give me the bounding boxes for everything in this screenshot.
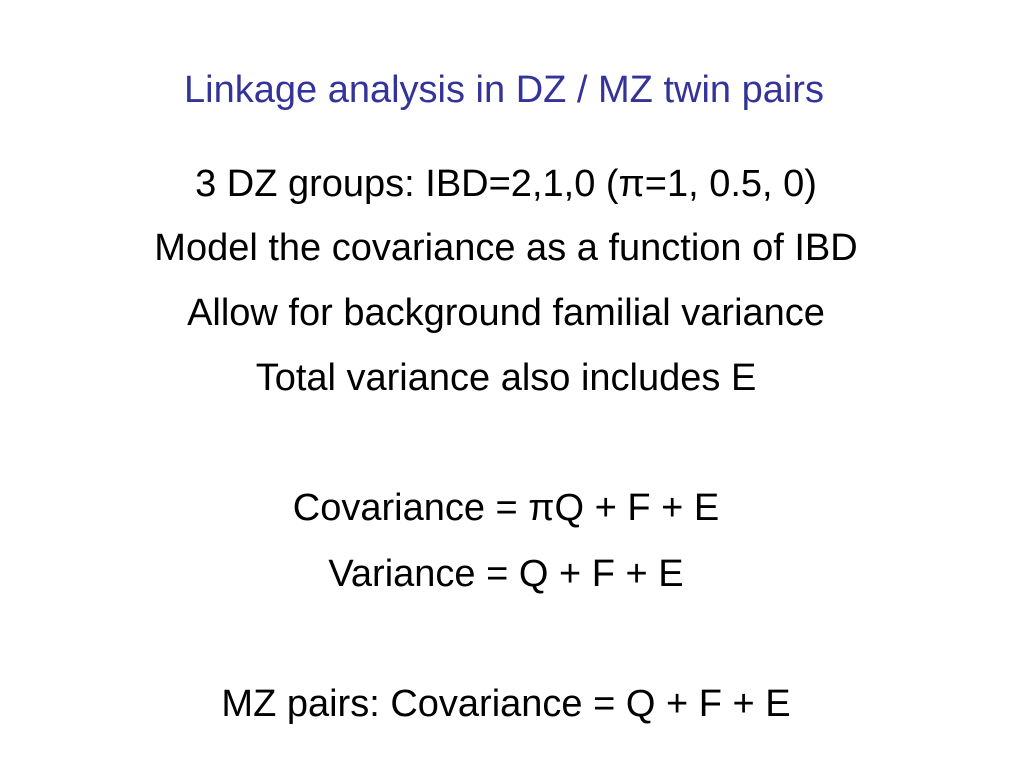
body-line-background-variance: Allow for background familial variance — [187, 292, 825, 334]
body-line-dz-groups: 3 DZ groups: IBD=2,1,0 (π=1, 0.5, 0) — [195, 163, 817, 205]
body-line-model-covariance: Model the covariance as a function of IB… — [154, 227, 858, 269]
body-line-mz-pairs: MZ pairs: Covariance = Q + F + E — [221, 683, 791, 725]
body-line-variance-formula: Variance = Q + F + E — [328, 553, 684, 595]
body-line-total-variance: Total variance also includes E — [255, 357, 757, 399]
body-line-covariance-formula: Covariance = πQ + F + E — [292, 487, 720, 529]
slide-title: Linkage analysis in DZ / MZ twin pairs — [184, 69, 824, 111]
